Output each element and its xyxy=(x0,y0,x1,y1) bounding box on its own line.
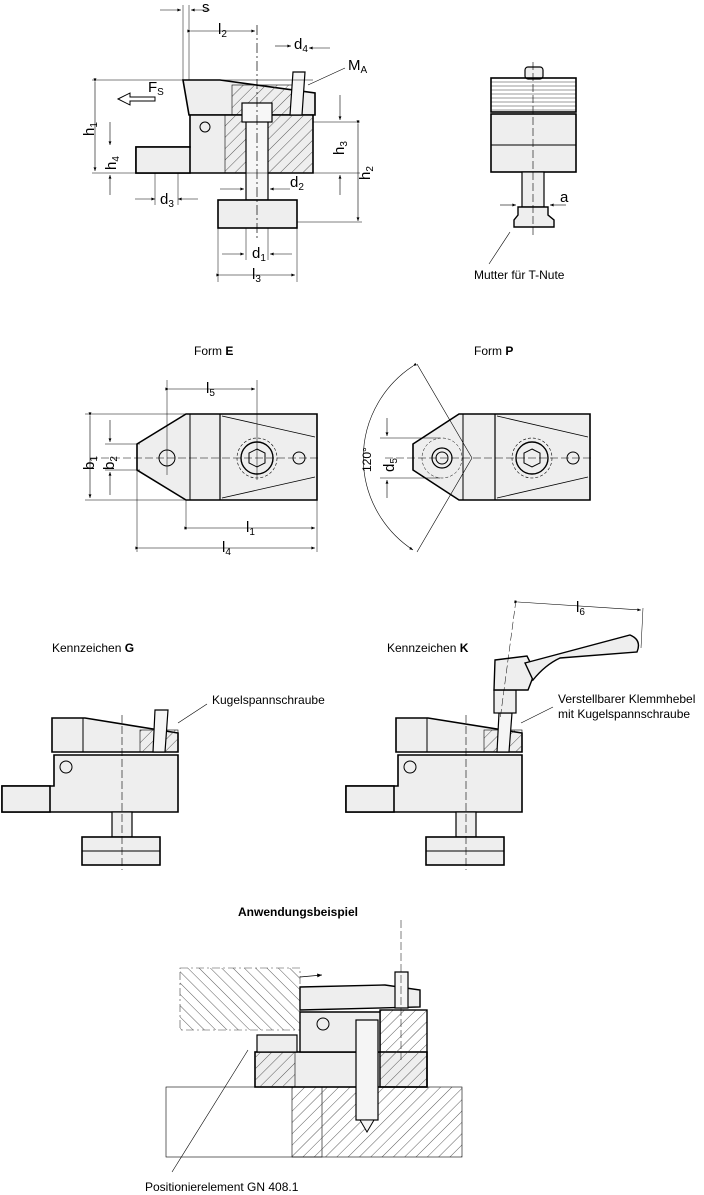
variant-k-view xyxy=(345,599,644,870)
dim-l2: l2 xyxy=(218,21,227,41)
dim-b2: b2 xyxy=(101,456,120,470)
ball-screw-callout: Kugelspannschraube xyxy=(212,693,325,707)
form-p-title: Form P xyxy=(474,344,514,358)
dim-d5: d5 xyxy=(381,458,400,472)
dim-h1: h1 xyxy=(81,122,100,136)
t-nut-callout: Mutter für T-Nute xyxy=(474,268,565,282)
dim-l5: l5 xyxy=(206,380,215,400)
dim-s: s xyxy=(202,0,210,16)
dim-l3: l3 xyxy=(252,266,261,286)
form-p-view xyxy=(363,362,592,553)
force-fs-label: FS xyxy=(148,79,164,99)
form-e-title: Form E xyxy=(194,344,234,358)
dim-h4: h4 xyxy=(103,156,122,170)
application-title: Anwendungsbeispiel xyxy=(238,905,359,919)
dim-d3: d3 xyxy=(160,191,174,211)
dim-d4: d4 xyxy=(294,36,308,56)
side-view xyxy=(488,62,577,265)
lever-callout-line1: Verstellbarer Klemmhebel xyxy=(558,692,696,706)
dim-h3: h3 xyxy=(331,141,350,155)
dim-l1: l1 xyxy=(246,519,255,539)
angle-120: 120° xyxy=(360,447,374,472)
form-e-view xyxy=(85,380,320,552)
positioning-element-callout: Positionierelement GN 408.1 xyxy=(145,1180,299,1194)
main-section-view xyxy=(92,5,362,282)
dim-a: a xyxy=(560,189,569,206)
lever-callout-line2: mit Kugelspannschraube xyxy=(558,707,691,721)
dim-l6: l6 xyxy=(576,599,585,619)
variant-g-title: Kennzeichen G xyxy=(52,641,135,655)
dim-d2: d2 xyxy=(290,174,304,194)
dim-l4: l4 xyxy=(222,539,231,559)
dim-b1: b1 xyxy=(81,456,100,470)
dim-d1: d1 xyxy=(252,245,266,265)
dim-h2: h2 xyxy=(357,166,376,180)
application-example-view xyxy=(165,920,463,1173)
variant-k-title: Kennzeichen K xyxy=(387,641,469,655)
variant-g-view xyxy=(1,703,208,870)
dim-ma: MA xyxy=(348,57,368,77)
